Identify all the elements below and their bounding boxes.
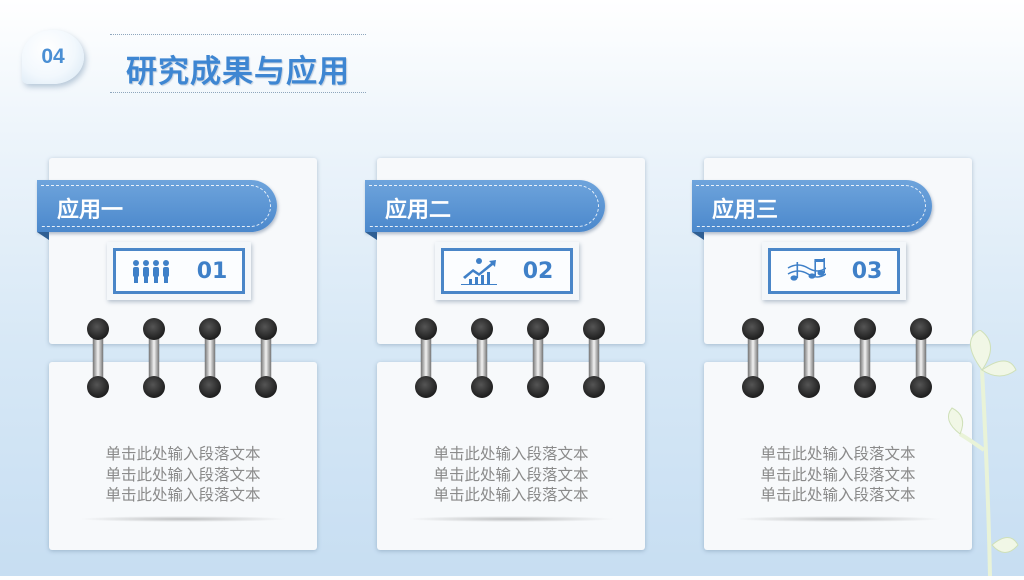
number-box: 02 (435, 242, 579, 300)
ribbon-fold (37, 232, 49, 240)
text-underline-shadow (734, 516, 942, 522)
card-ribbon: 应用一 (37, 180, 277, 232)
binder-ring (583, 318, 605, 398)
ribbon-fold (692, 232, 704, 240)
body-line: 单击此处输入段落文本 (433, 465, 589, 484)
binder-ring (415, 318, 437, 398)
number-box: 01 (107, 242, 251, 300)
binder-rings (742, 318, 942, 398)
body-line: 单击此处输入段落文本 (105, 465, 261, 484)
growth-chart-icon (460, 257, 497, 285)
body-line: 单击此处输入段落文本 (433, 486, 589, 504)
body-line: 单击此处输入段落文本 (105, 445, 261, 463)
body-line: 单击此处输入段落文本 (760, 445, 916, 463)
body-line: 单击此处输入段落文本 (105, 486, 261, 504)
title-bottom-divider (110, 92, 366, 93)
card-ribbon: 应用二 (365, 180, 605, 232)
section-number: 04 (41, 45, 65, 68)
body-line: 单击此处输入段落文本 (760, 486, 916, 504)
binder-ring (854, 318, 876, 398)
page-title: 研究成果与应用 (126, 54, 350, 90)
ribbon-label: 应用一 (57, 198, 124, 223)
binder-ring (199, 318, 221, 398)
music-notes-icon (786, 258, 826, 284)
binder-rings (415, 318, 615, 398)
body-line: 单击此处输入段落文本 (433, 445, 589, 463)
binder-rings (87, 318, 287, 398)
body-line: 单击此处输入段落文本 (760, 465, 916, 484)
text-underline-shadow (407, 516, 615, 522)
people-group-icon (131, 258, 171, 284)
card-body-text[interactable]: 单击此处输入段落文本 单击此处输入段落文本 单击此处输入段落文本 (704, 444, 972, 506)
title-top-divider (110, 34, 366, 35)
decorative-plant (930, 329, 1024, 580)
binder-ring (143, 318, 165, 398)
ribbon-fold (365, 232, 377, 240)
card-number: 01 (196, 258, 228, 284)
binder-ring (527, 318, 549, 398)
section-number-badge: 04 (22, 30, 84, 84)
number-box: 03 (762, 242, 906, 300)
binder-ring (742, 318, 764, 398)
binder-ring (255, 318, 277, 398)
ribbon-label: 应用二 (385, 198, 452, 223)
card-number: 02 (522, 258, 554, 284)
card-number: 03 (851, 258, 883, 284)
card-ribbon: 应用三 (692, 180, 932, 232)
binder-ring (471, 318, 493, 398)
binder-ring (87, 318, 109, 398)
text-underline-shadow (79, 516, 287, 522)
binder-ring (910, 318, 932, 398)
card-body-text[interactable]: 单击此处输入段落文本 单击此处输入段落文本 单击此处输入段落文本 (49, 444, 317, 506)
card-body-text[interactable]: 单击此处输入段落文本 单击此处输入段落文本 单击此处输入段落文本 (377, 444, 645, 506)
binder-ring (798, 318, 820, 398)
ribbon-label: 应用三 (712, 198, 779, 223)
